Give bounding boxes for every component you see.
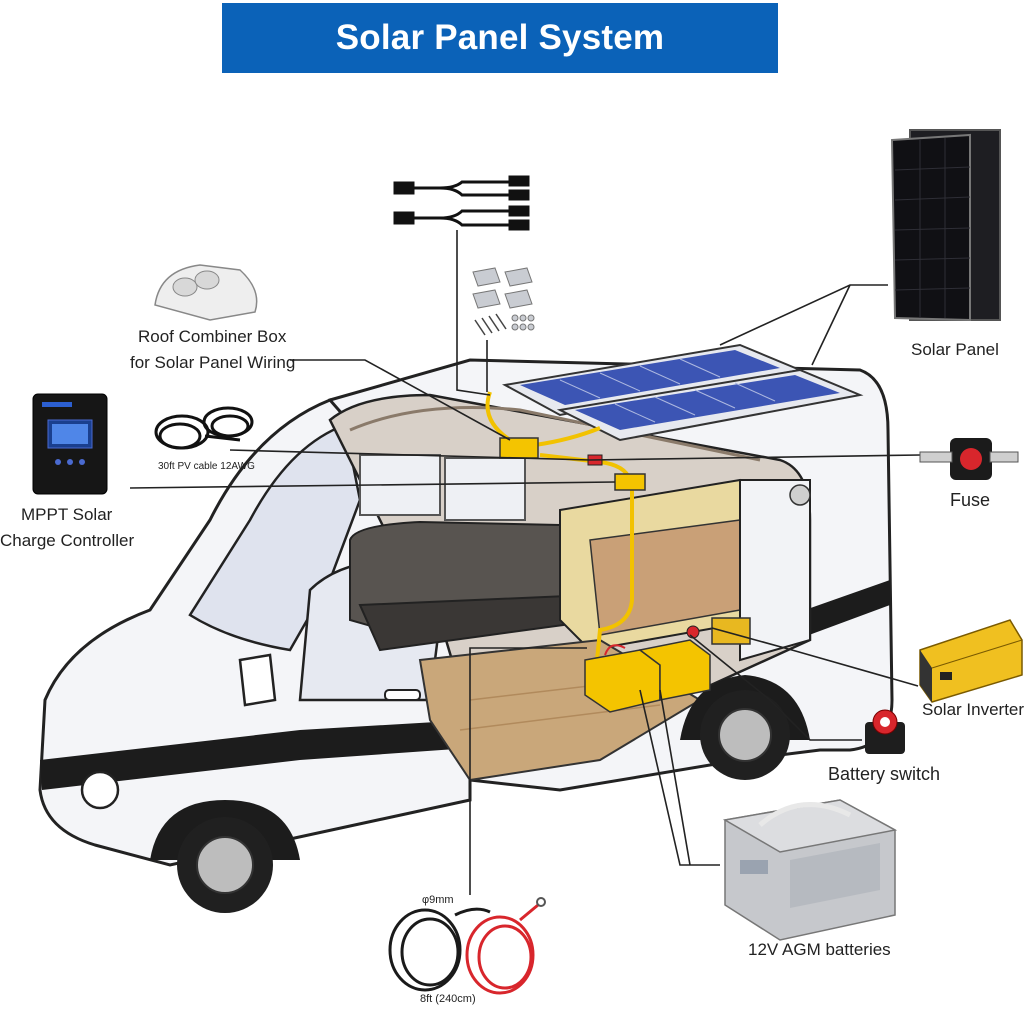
roof-combiner-label-1: Roof Combiner Box	[138, 327, 287, 346]
leader-lines	[129, 230, 921, 895]
fuse-label: Fuse	[950, 490, 991, 510]
cable-diameter-label: φ9mm	[422, 894, 454, 906]
agm-batteries-label: 12V AGM batteries	[748, 940, 891, 959]
rear-wheel	[680, 675, 810, 780]
solar-panel-label: Solar Panel	[911, 340, 999, 359]
mppt-label-2: Charge Controller	[0, 531, 135, 550]
camper-van	[38, 358, 894, 913]
charge-controller-icon	[32, 393, 108, 495]
title-banner: Solar Panel System	[222, 3, 778, 73]
battery-switch-icon	[865, 709, 905, 754]
agm-battery-icon	[722, 799, 898, 941]
mppt-label-1: MPPT Solar	[21, 505, 113, 524]
cable-length-label: 8ft (240cm)	[420, 993, 476, 1005]
combiner-box-icon	[154, 264, 258, 321]
pv-cable-label: 30ft PV cable 12AWG	[158, 461, 255, 472]
solar-inverter-label: Solar Inverter	[922, 700, 1024, 719]
page-title: Solar Panel System	[335, 18, 665, 57]
battery-switch-label: Battery switch	[828, 764, 941, 784]
mounting-bracket-icon	[472, 267, 535, 336]
roof-combiner-label-2: for Solar Panel Wiring	[130, 353, 296, 372]
front-wheel	[150, 800, 300, 913]
inverter-icon	[919, 619, 1023, 703]
solar-panel-icon	[890, 129, 1001, 322]
combiner-box	[499, 437, 539, 459]
battery-cable-icon	[388, 897, 546, 995]
charge-controller	[614, 473, 646, 491]
pv-cable-icon	[154, 406, 254, 450]
y-branch-connector-icon	[393, 175, 530, 231]
fuse-icon	[919, 438, 1019, 480]
